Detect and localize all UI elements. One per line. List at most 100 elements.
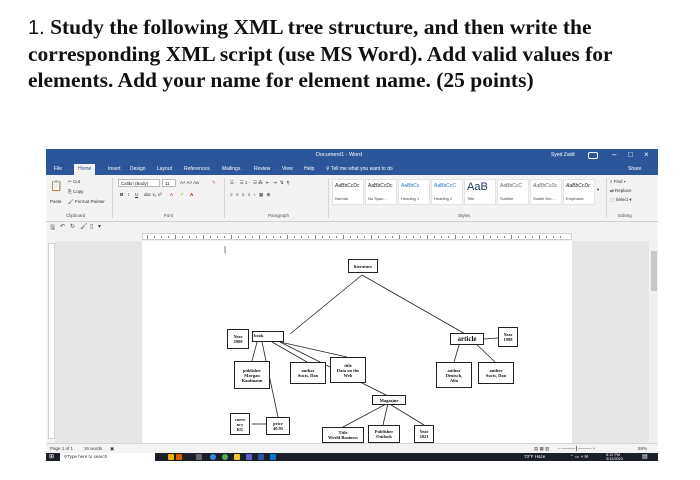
style-normal[interactable]: AaBbCcDc Normal bbox=[332, 179, 364, 205]
node-year-1998[interactable]: Year 1998 bbox=[498, 327, 518, 347]
tab-view[interactable]: View bbox=[282, 166, 293, 172]
format-painter-button[interactable]: 🖌 Format Painter bbox=[68, 199, 105, 204]
notifications-icon[interactable]: ▤ bbox=[642, 454, 648, 460]
tell-me-search[interactable]: ⚲ Tell me what you want to do bbox=[326, 166, 393, 172]
redo-icon[interactable]: ↻ bbox=[70, 224, 76, 230]
select-button[interactable]: ⬚ Select ▾ bbox=[610, 197, 632, 202]
style-subtle-emphasis[interactable]: AaBbCcDc Subtle Em... bbox=[530, 179, 562, 205]
node-author-sucis-2[interactable]: author Sucis, Dan bbox=[478, 362, 514, 384]
node-title-world-business[interactable]: Title World Business bbox=[322, 427, 364, 443]
text-effects-icon[interactable]: A bbox=[170, 192, 174, 197]
scrollbar-thumb[interactable] bbox=[651, 251, 657, 291]
tab-review[interactable]: Review bbox=[254, 166, 271, 172]
node-year-2021[interactable]: Year 2021 bbox=[414, 425, 434, 443]
style-heading-2[interactable]: AaBbCcC Heading 2 bbox=[431, 179, 463, 205]
tab-design[interactable]: Design bbox=[130, 166, 146, 172]
word-count[interactable]: 16 words bbox=[84, 446, 103, 451]
zoom-slider[interactable]: – ———┃——— + bbox=[558, 446, 596, 451]
share-button[interactable]: Share bbox=[628, 166, 642, 172]
style-heading-1[interactable]: AaBbCc Heading 1 bbox=[398, 179, 430, 205]
ribbon-display-icon[interactable] bbox=[588, 152, 598, 159]
font-color-icon[interactable]: A bbox=[190, 192, 194, 197]
edge-icon[interactable] bbox=[210, 454, 216, 460]
tab-mailings[interactable]: Mailings bbox=[222, 166, 241, 172]
tab-insert[interactable]: Insert bbox=[108, 166, 121, 172]
tab-home[interactable]: Home bbox=[74, 164, 96, 175]
style-emphasis[interactable]: AaBbCcDc Emphasis bbox=[563, 179, 595, 205]
save-icon[interactable]: 🖫 bbox=[50, 225, 56, 231]
page-count[interactable]: Page 1 of 1 bbox=[50, 446, 74, 451]
new-document-icon[interactable]: ▯ bbox=[90, 224, 94, 230]
clock-time[interactable]: 8:12 PM bbox=[606, 453, 621, 457]
paste-button[interactable]: Paste bbox=[50, 199, 62, 204]
vertical-scrollbar[interactable] bbox=[650, 241, 658, 443]
customize-qat-icon[interactable]: ▾ bbox=[98, 224, 102, 230]
document-page[interactable]: | literature Year 2000 book publisher Mo… bbox=[142, 241, 572, 443]
select-label: Select bbox=[615, 197, 629, 202]
style-title[interactable]: AaB Title bbox=[464, 179, 496, 205]
align-buttons[interactable]: ≡ ≡ ≡ ≡ ↕ ▦ ⊞ bbox=[230, 192, 272, 197]
file-explorer-icon[interactable] bbox=[234, 454, 240, 460]
italic-button[interactable]: I bbox=[128, 192, 130, 197]
replace-button[interactable]: ⇄ Replace bbox=[610, 188, 632, 193]
taskbar-search[interactable]: ⚲ Type here to search bbox=[60, 453, 155, 461]
vertical-ruler[interactable] bbox=[48, 243, 55, 439]
chrome-icon[interactable] bbox=[222, 454, 228, 460]
node-book[interactable]: book bbox=[252, 331, 284, 342]
font-name-select[interactable]: Calibri (Body) bbox=[118, 179, 160, 187]
node-year-2000[interactable]: Year 2000 bbox=[227, 329, 249, 349]
strikethrough-button[interactable]: abc x₂ x² bbox=[144, 192, 162, 197]
teams-icon[interactable] bbox=[246, 454, 252, 460]
tab-help[interactable]: Help bbox=[304, 166, 315, 172]
node-title-data-web[interactable]: title Data on the Web bbox=[330, 357, 366, 383]
find-button[interactable]: ⌕ Find ▾ bbox=[610, 179, 626, 184]
zoom-level[interactable]: 59% bbox=[638, 446, 648, 451]
paste-icon[interactable]: 📋 bbox=[50, 181, 63, 192]
view-mode-icons[interactable]: ▤ ▦ ▥ bbox=[534, 446, 550, 451]
list-buttons[interactable]: ☰· ☰1· ☰⁂ ⇤ ⇥ ⇅ ¶ bbox=[230, 180, 291, 185]
tab-layout[interactable]: Layout bbox=[157, 166, 173, 172]
edge-article-author-deutsch bbox=[453, 341, 461, 363]
app-icon[interactable] bbox=[168, 454, 174, 460]
style-subtitle[interactable]: AaBbCcC Subtitle bbox=[497, 179, 529, 205]
windows-start-icon[interactable]: ⊞ bbox=[49, 454, 55, 460]
node-article[interactable]: article bbox=[450, 333, 484, 345]
app-icon[interactable] bbox=[176, 454, 182, 460]
undo-icon[interactable]: ↶ bbox=[60, 224, 66, 230]
node-currency[interactable]: curre ncy KU bbox=[230, 413, 250, 435]
grow-font-icon[interactable]: A˄ A˅ Aa bbox=[180, 180, 199, 185]
node-literature[interactable]: literature bbox=[348, 259, 378, 273]
close-icon[interactable]: × bbox=[644, 150, 649, 159]
task-view-icon[interactable] bbox=[196, 454, 202, 460]
node-value: KU bbox=[236, 426, 244, 432]
tray-icons[interactable]: ⌃ ▭ ◖ ✉ bbox=[570, 454, 589, 459]
highlight-icon[interactable]: ✐ bbox=[180, 192, 184, 197]
maximize-icon[interactable]: □ bbox=[628, 150, 633, 159]
node-publisher-outlook[interactable]: Publisher Outlook bbox=[368, 425, 400, 443]
underline-button[interactable]: U bbox=[135, 192, 139, 197]
font-size-select[interactable]: 11 bbox=[162, 179, 176, 187]
format-painter-icon[interactable]: 🖌 bbox=[80, 224, 88, 230]
horizontal-ruler[interactable] bbox=[142, 233, 572, 240]
node-publisher-morgan[interactable]: publisher Morgan Kaufmann bbox=[234, 361, 270, 389]
weather-status[interactable]: 73°F Haze bbox=[524, 454, 546, 459]
style-no-spacing[interactable]: AaBbCcDc No Spac... bbox=[365, 179, 397, 205]
clock-date[interactable]: 3/12/2023 bbox=[606, 457, 623, 461]
ruler-tick bbox=[539, 235, 540, 239]
styles-more-icon[interactable]: ▾ bbox=[597, 187, 600, 192]
cut-button[interactable]: ✂ Cut bbox=[68, 179, 81, 184]
node-price[interactable]: price 40.95 bbox=[266, 417, 290, 435]
outlook-icon[interactable] bbox=[270, 454, 276, 460]
tab-references[interactable]: References bbox=[184, 166, 210, 172]
proofing-icon[interactable]: ▣ bbox=[110, 446, 115, 451]
word-taskbar-icon[interactable] bbox=[258, 454, 264, 460]
edge-magazine-title bbox=[342, 402, 389, 428]
bold-button[interactable]: B bbox=[120, 192, 124, 197]
tab-file[interactable]: File bbox=[54, 166, 63, 172]
minimize-icon[interactable]: – bbox=[612, 150, 617, 159]
copy-button[interactable]: ⎘ Copy bbox=[68, 189, 84, 194]
clear-format-icon[interactable]: ✎ bbox=[212, 180, 216, 185]
node-author-sucis[interactable]: author Sucis, Dan bbox=[290, 362, 326, 384]
node-author-deutsch[interactable]: author Deutsch, Alin bbox=[436, 362, 472, 388]
node-magazine[interactable]: Magazine bbox=[372, 395, 406, 405]
